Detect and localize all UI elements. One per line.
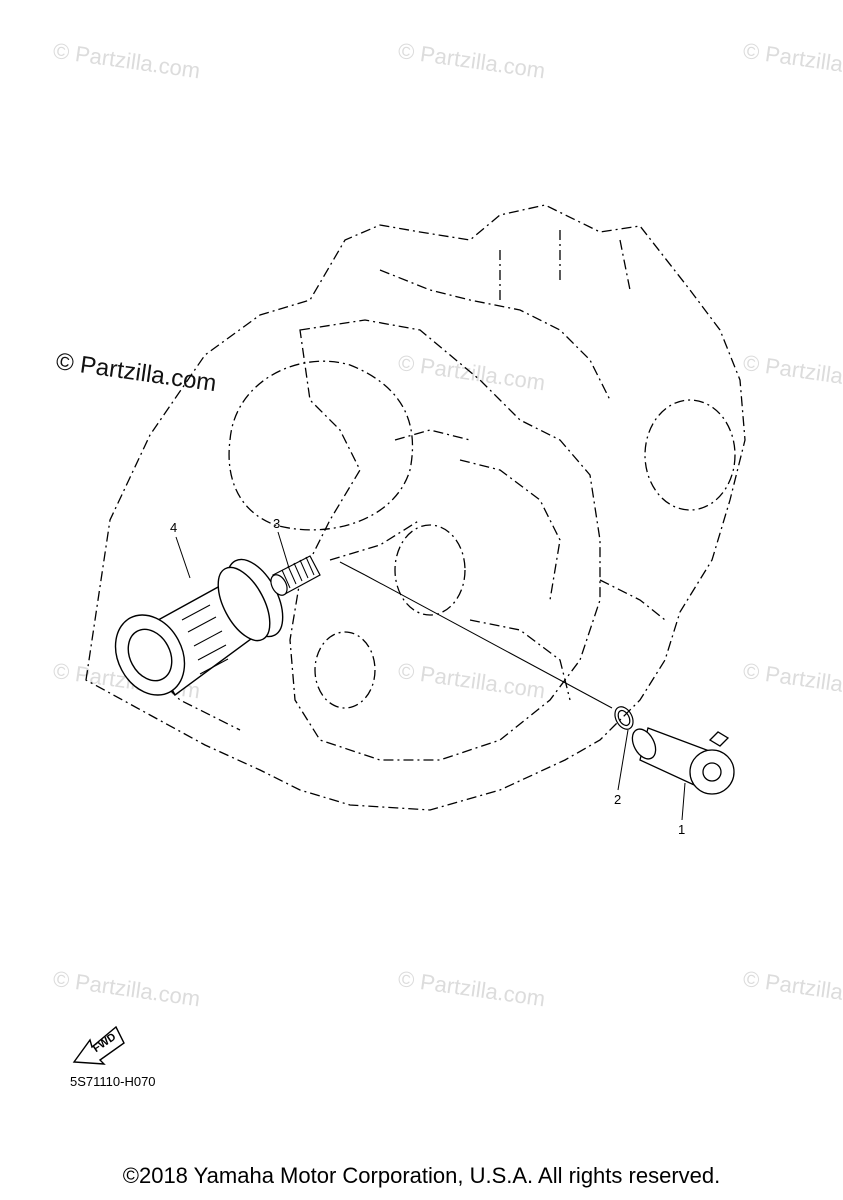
o-ring: [614, 706, 634, 730]
leader-lines: [175, 531, 686, 821]
diagram-code: 5S71110-H070: [70, 1074, 156, 1089]
pressure-switch: [631, 727, 735, 795]
stud-bolt: [270, 555, 321, 596]
fwd-arrow-icon: [72, 1025, 125, 1065]
oil-filter: [114, 558, 284, 697]
callout-2: 2: [614, 792, 622, 807]
callout-3: 3: [273, 516, 281, 531]
crankcase-outline: [85, 204, 746, 811]
copyright-notice: ©2018 Yamaha Motor Corporation, U.S.A. A…: [122, 1163, 721, 1188]
callout-1: 1: [678, 822, 686, 837]
callout-4: 4: [170, 520, 178, 535]
